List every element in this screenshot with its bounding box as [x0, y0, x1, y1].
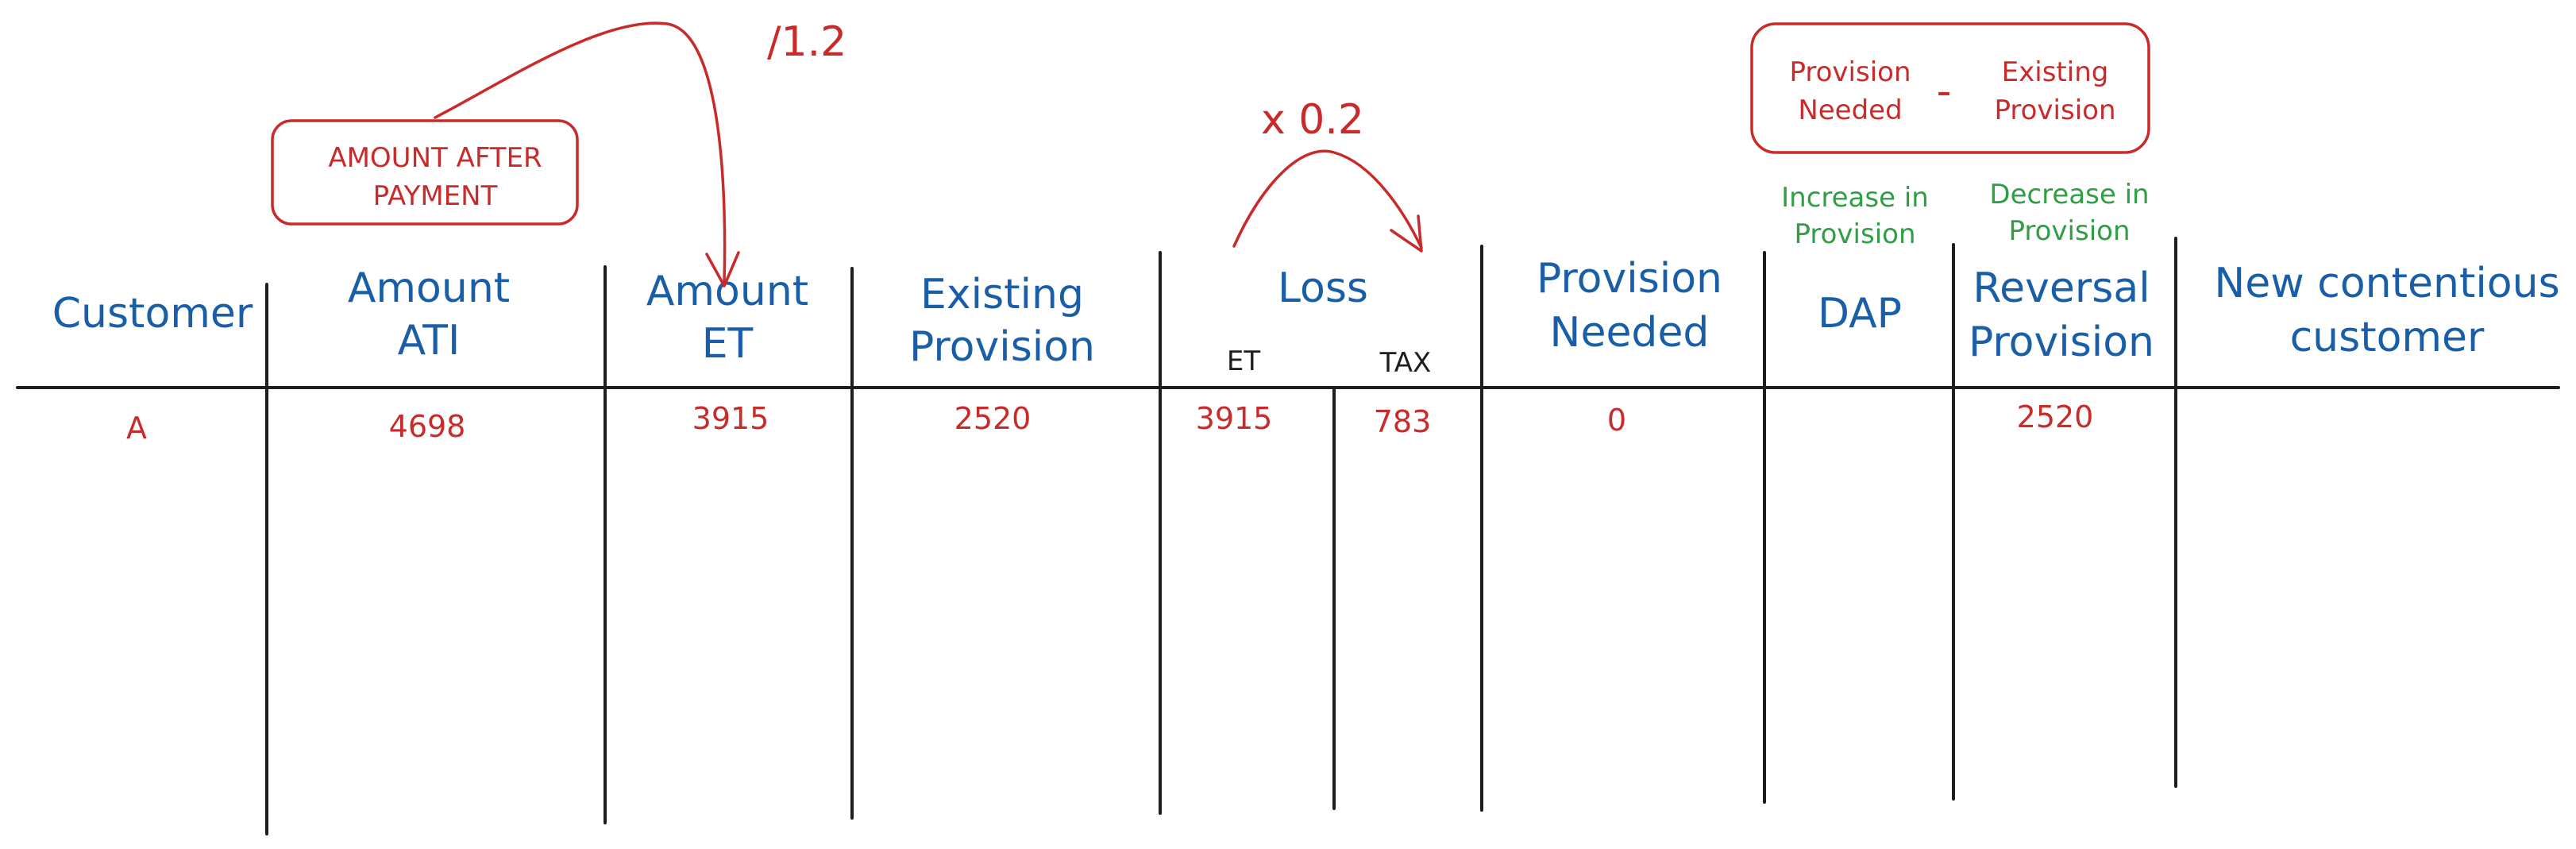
formula-minus: - [1937, 68, 1952, 115]
header-new-contentious-line1: New contentious [2214, 260, 2559, 307]
header-existing-provision-line2: Provision [909, 323, 1095, 371]
header-amount-et-line2: ET [702, 320, 754, 368]
dap-note-line1: Increase in [1781, 182, 1929, 214]
header-loss: Loss [1278, 264, 1368, 312]
header-reversal-provision-line2: Provision [1969, 318, 2154, 366]
header-amount-ati-line1: Amount [348, 264, 510, 312]
formula-annotation: Provision Needed - Existing Provision [1750, 22, 2150, 154]
formula-box [1750, 22, 2150, 154]
cell-provision-needed: 0 [1607, 403, 1626, 438]
reversal-note-line2: Provision [2008, 215, 2130, 247]
formula-right-line2: Provision [1994, 95, 2115, 126]
table-row: A 4698 3915 2520 3915 783 0 2520 [126, 399, 2093, 446]
header-reversal-provision-line1: Reversal [1972, 264, 2150, 312]
column-headers: Customer Amount ATI Amount ET Existing P… [52, 255, 2560, 379]
amount-after-payment-line1: AMOUNT AFTER [328, 142, 542, 174]
header-amount-et-line1: Amount [646, 268, 808, 315]
dap-note-line2: Provision [1794, 218, 1915, 250]
reversal-note-line1: Decrease in [1989, 179, 2149, 210]
green-notes: Increase in Provision Decrease in Provis… [1781, 179, 2149, 250]
cell-reversal-provision: 2520 [2017, 399, 2094, 434]
cell-loss-tax: 783 [1374, 404, 1432, 439]
formula-left-line2: Needed [1798, 95, 1902, 126]
header-provision-needed-line2: Needed [1550, 309, 1710, 357]
cell-customer: A [126, 411, 147, 446]
amount-after-payment-annotation: AMOUNT AFTER PAYMENT /1.2 [271, 18, 846, 288]
formula-right-line1: Existing [2002, 56, 2109, 88]
multiply-arrowhead [1390, 214, 1423, 253]
header-amount-ati-line2: ATI [398, 317, 461, 365]
amount-after-payment-box [271, 119, 579, 226]
header-new-contentious-line2: customer [2290, 314, 2485, 361]
cell-loss-et: 3915 [1196, 401, 1273, 436]
header-dap: DAP [1818, 290, 1902, 338]
header-existing-provision-line1: Existing [920, 271, 1084, 318]
loss-subheader-tax: TAX [1379, 347, 1432, 379]
table-lines [16, 237, 2560, 835]
divide-arrowhead [705, 251, 740, 288]
formula-left-line1: Provision [1789, 56, 1911, 88]
cell-amount-et: 3915 [692, 401, 769, 436]
divide-arrow [434, 21, 727, 284]
multiply-annotation: x 0.2 [1232, 96, 1423, 253]
multiply-label: x 0.2 [1261, 96, 1364, 144]
loss-subheader-et: ET [1227, 345, 1260, 377]
cell-existing-provision: 2520 [954, 401, 1032, 436]
header-customer: Customer [52, 290, 253, 338]
multiply-arc [1232, 149, 1423, 249]
header-provision-needed-line1: Provision [1537, 255, 1722, 303]
divide-label: /1.2 [767, 18, 846, 66]
cell-amount-ati: 4698 [389, 409, 466, 444]
amount-after-payment-line2: PAYMENT [373, 180, 498, 212]
